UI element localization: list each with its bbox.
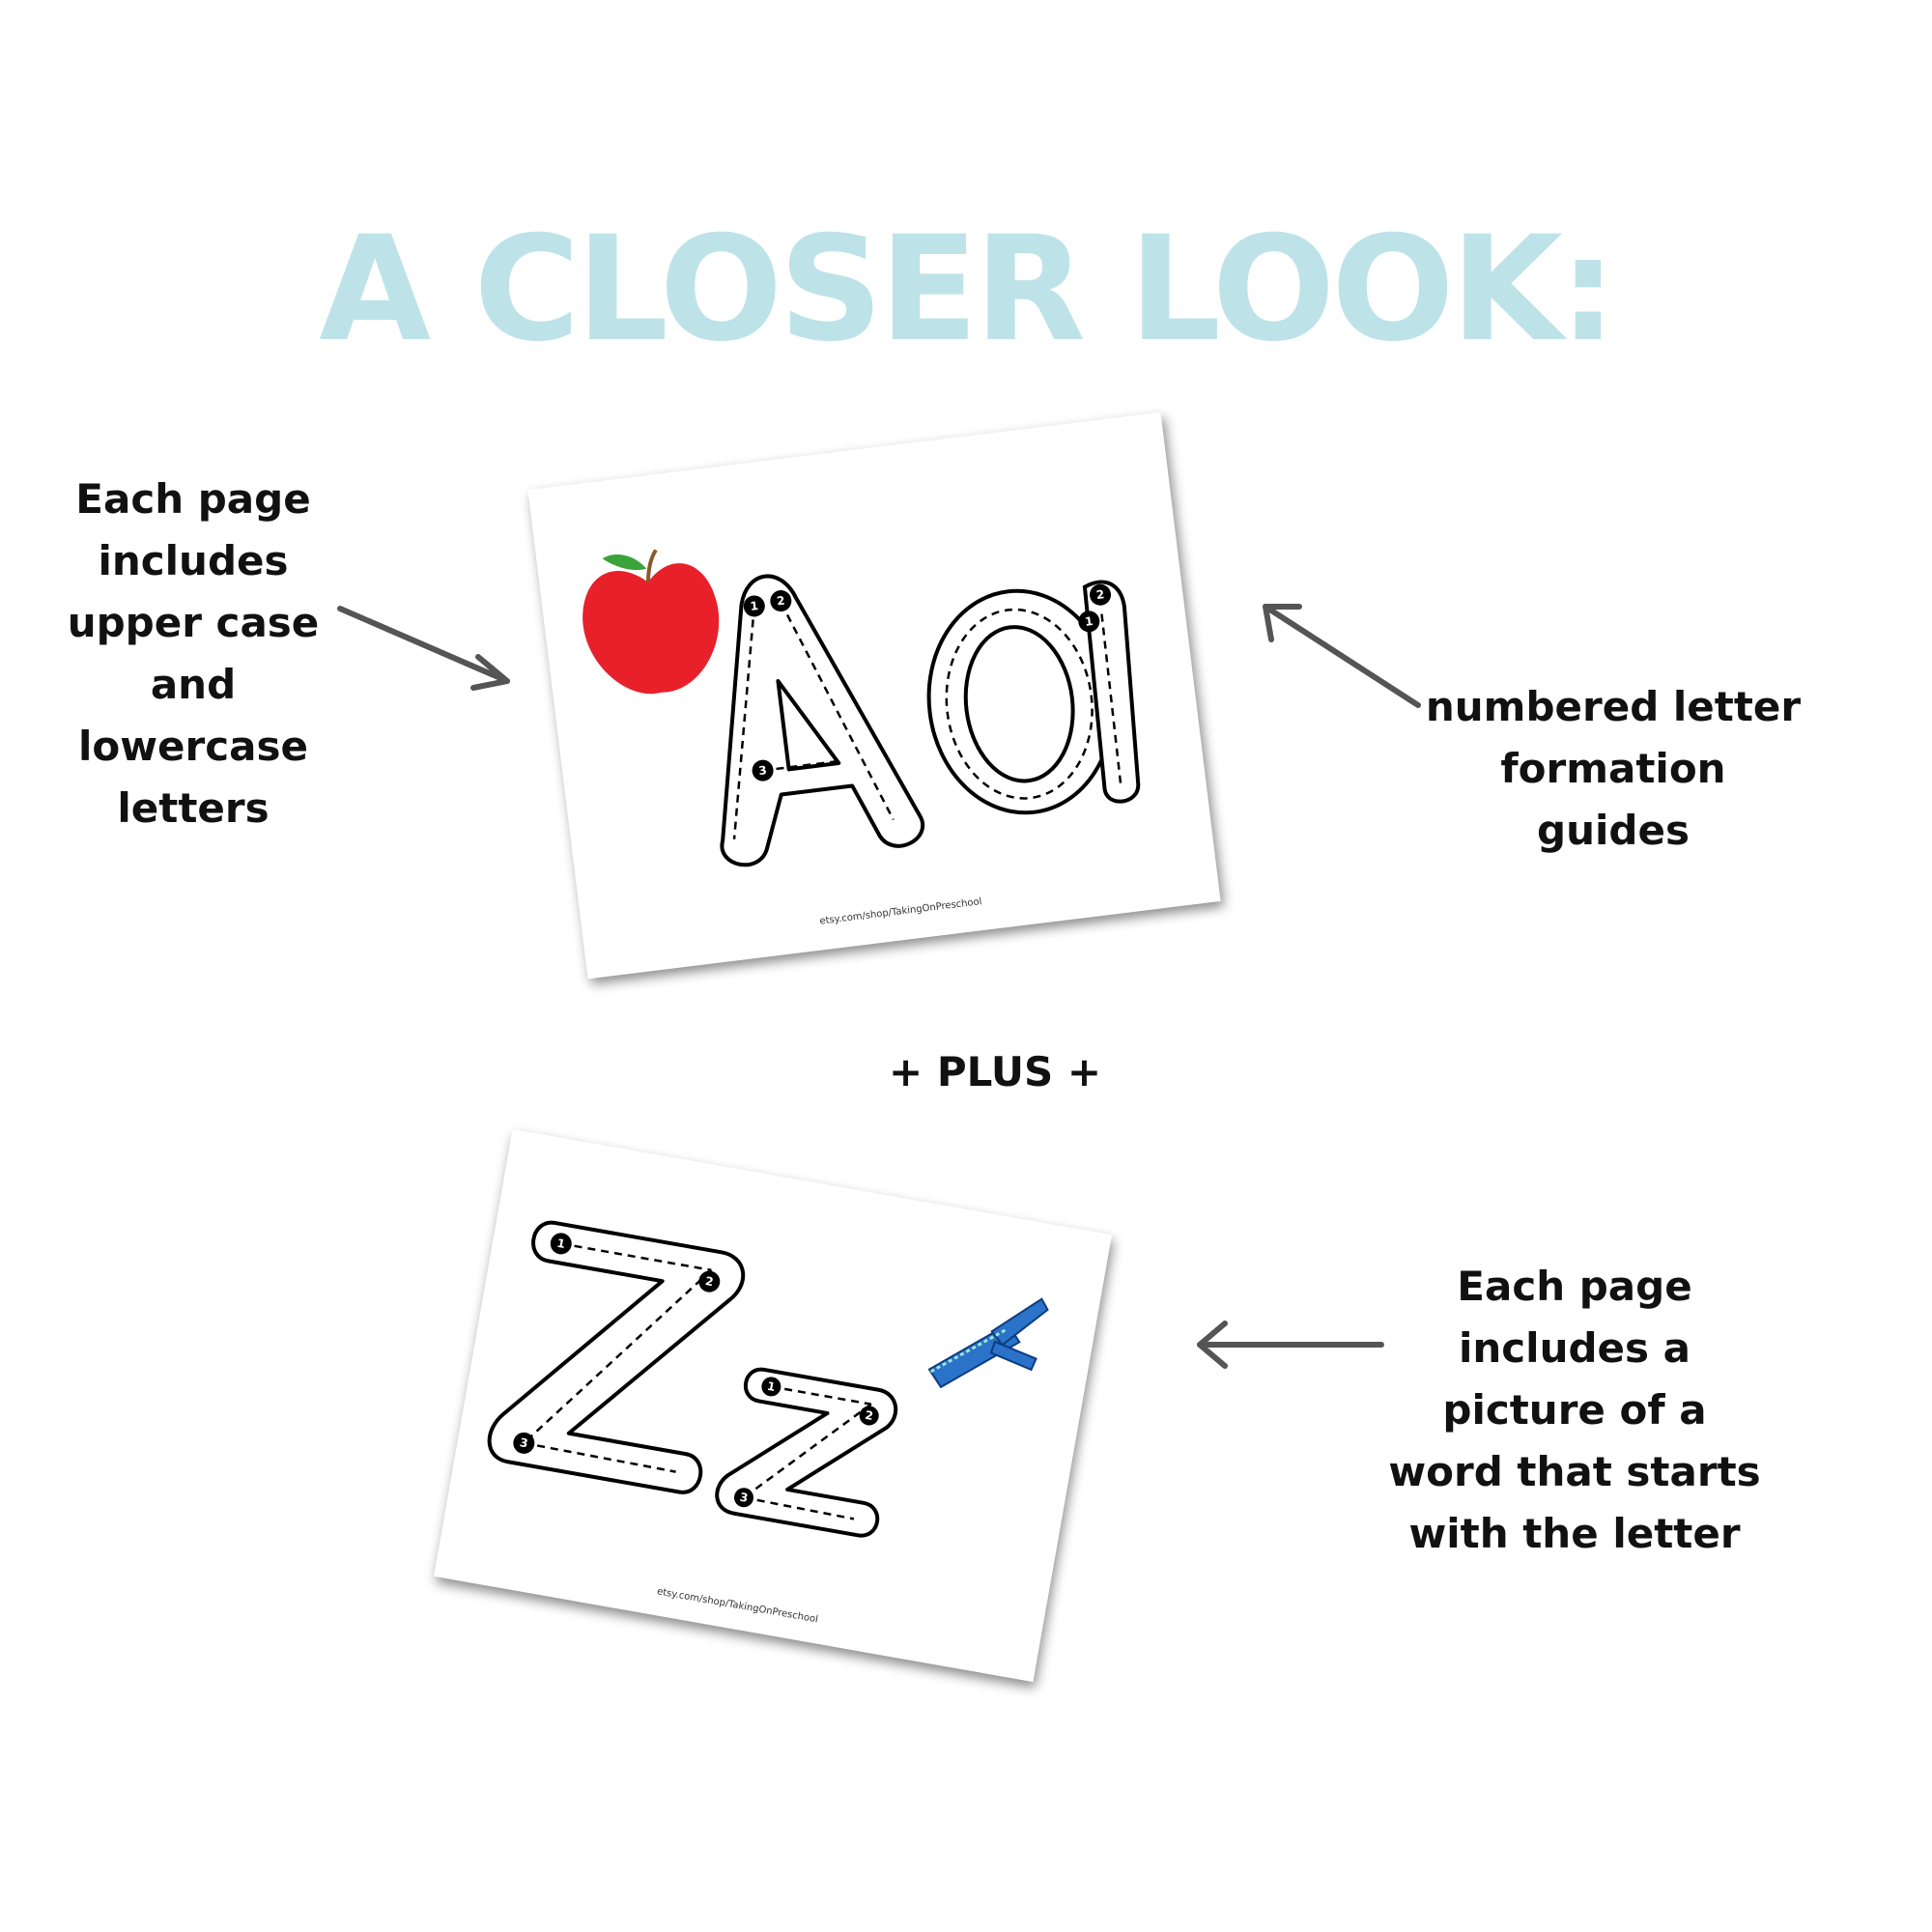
step-number: 3 <box>758 763 768 778</box>
note-line: guides <box>1537 807 1690 854</box>
note-line: and <box>150 661 237 708</box>
letter-a-page: 1 2 3 2 1 etsy.com/shop/TakingOnPreschoo… <box>527 412 1221 980</box>
letter-a-art: 1 2 3 2 1 <box>582 549 1141 867</box>
note-line: Each page <box>75 475 311 523</box>
step-number: 1 <box>555 1236 566 1251</box>
step-number: 2 <box>776 594 785 609</box>
step-number: 3 <box>519 1435 529 1450</box>
picture-note: Each page includes a picture of a word t… <box>1372 1256 1777 1565</box>
uppercase-lowercase-note: Each page includes upper case and lowerc… <box>39 469 348 839</box>
zipper-icon <box>927 1297 1049 1389</box>
step-number: 2 <box>704 1274 715 1289</box>
arrow-bottom-icon <box>1197 1321 1384 1369</box>
note-line: numbered letter <box>1425 683 1802 730</box>
note-line: Each page <box>1457 1263 1692 1310</box>
note-line: letters <box>117 784 270 832</box>
plus-label: + PLUS + <box>889 1048 1102 1095</box>
note-line: formation <box>1500 745 1726 792</box>
arrow-right-icon <box>1263 604 1421 708</box>
step-number: 2 <box>864 1408 874 1423</box>
formation-guides-note: numbered letter formation guides <box>1420 676 1806 862</box>
note-line: picture of a <box>1442 1386 1707 1434</box>
step-number: 2 <box>1095 587 1105 602</box>
note-line: upper case <box>67 599 320 646</box>
note-line: includes a <box>1458 1324 1690 1372</box>
letter-z-page: 1 2 3 1 2 3 etsy.com/shop/TakingOnPresch… <box>433 1128 1113 1683</box>
letter-z-art: 1 2 3 1 2 3 <box>487 1220 1049 1538</box>
arrow-left-icon <box>337 606 510 691</box>
apple-icon <box>582 549 720 695</box>
step-number: 1 <box>766 1379 777 1394</box>
step-number: 3 <box>739 1491 750 1505</box>
note-line: lowercase <box>78 723 308 770</box>
note-line: word that starts <box>1388 1448 1761 1495</box>
step-number: 1 <box>1084 614 1094 629</box>
page-title: A CLOSER LOOK: <box>319 206 1617 374</box>
note-line: includes <box>98 537 289 584</box>
note-line: with the letter <box>1408 1510 1741 1557</box>
step-number: 1 <box>750 599 759 613</box>
